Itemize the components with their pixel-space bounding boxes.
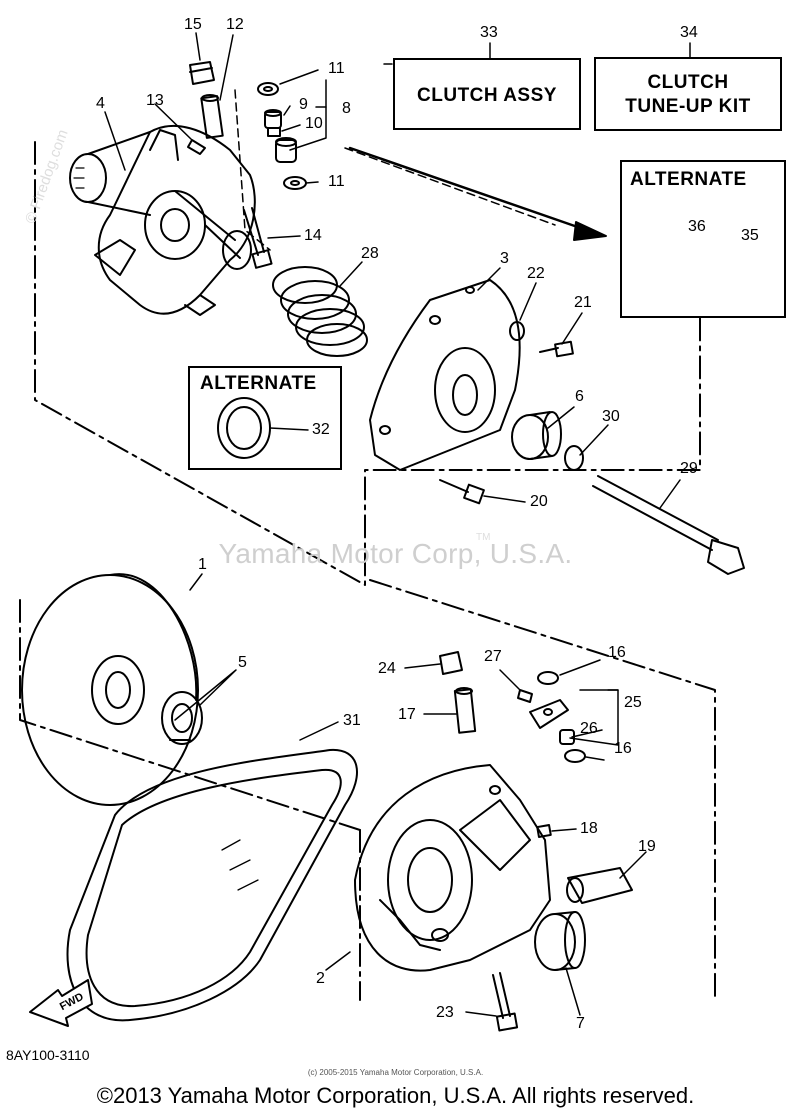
part-15-cap [189, 61, 215, 85]
callout-16-top: 16 [608, 644, 626, 661]
part-19-sleeve [566, 867, 633, 904]
callout-6: 6 [575, 388, 584, 405]
part-10-sleeve [267, 127, 281, 137]
callout-15: 15 [184, 16, 202, 33]
part-28-spring [272, 266, 368, 357]
part-14-bolt [243, 207, 273, 269]
callout-28: 28 [361, 245, 379, 262]
alternate-kit-box: ALTERNATE [620, 160, 786, 318]
callout-23: 23 [436, 1004, 454, 1021]
lower-assembly-outline [19, 599, 361, 831]
part-18-screw [536, 824, 552, 838]
callout-7: 7 [576, 1015, 585, 1032]
tune-up-kit-line2: TUNE-UP KIT [625, 96, 751, 117]
watermark-text: Yamaha Motor Corp, U.S.A. [218, 538, 573, 569]
tune-up-kit-line1: CLUTCH [647, 72, 729, 93]
arrow-head [573, 221, 607, 241]
callout-18: 18 [580, 820, 598, 837]
callout-8: 8 [342, 100, 351, 117]
callout-9: 9 [299, 96, 308, 113]
part-7-bushing [534, 911, 586, 971]
upper-assembly-outline [34, 141, 701, 586]
part-4-primary-sheave [69, 124, 256, 316]
part-9-weight [264, 109, 282, 129]
part-1-movable-sheave [21, 573, 199, 806]
callout-29: 29 [680, 460, 698, 477]
callout-22: 22 [527, 265, 545, 282]
callout-21: 21 [574, 294, 592, 311]
leader-lines-lower [174, 573, 647, 1017]
alternate-ring-box: ALTERNATE [188, 366, 342, 470]
tune-up-kit-box: CLUTCH TUNE-UP KIT [594, 57, 782, 131]
copyright-footer: ©2013 Yamaha Motor Corporation, U.S.A. A… [96, 1083, 695, 1108]
clutch-assy-box: CLUTCH ASSY [393, 58, 581, 130]
part-17-pin [453, 687, 477, 734]
yamaha-watermark: Yamaha Motor Corp, U.S.A. [0, 538, 791, 570]
part-2-secondary-sheave [354, 764, 551, 972]
watermark-trademark: TM [476, 532, 491, 543]
part-16-washer-top [537, 671, 559, 685]
callout-14: 14 [304, 227, 322, 244]
alternate-ring-label: ALTERNATE [200, 373, 317, 394]
diagram-code: 8AY100-3110 [6, 1047, 90, 1063]
part-11-washer-top [257, 82, 279, 96]
callout-10: 10 [305, 115, 323, 132]
callout-3: 3 [500, 250, 509, 267]
part-27-screw [517, 689, 533, 703]
callout-31: 31 [343, 712, 361, 729]
part-20-bolt [439, 479, 485, 505]
callout-16-bottom: 16 [614, 740, 632, 757]
callout-26: 26 [580, 720, 598, 737]
callout-4: 4 [96, 95, 105, 112]
part-25-weight-arm [529, 699, 569, 729]
part-24-cap [439, 651, 463, 675]
callout-11-bottom: 11 [328, 173, 345, 190]
part-22-nut [509, 321, 525, 341]
part-3-cover [369, 279, 521, 471]
part-12-pin [200, 94, 224, 139]
part-23-bolt [492, 972, 519, 1032]
part-29-long-bolt [592, 475, 745, 575]
tune-up-kit-arrow [348, 146, 594, 234]
callout-13: 13 [146, 92, 164, 109]
callout-12: 12 [226, 16, 244, 33]
callout-25: 25 [624, 694, 642, 711]
callout-19: 19 [638, 838, 656, 855]
part-30-ring [564, 445, 584, 471]
part-16-washer-bottom [564, 749, 586, 763]
callout-11-top: 11 [328, 60, 345, 77]
part-13-screw [187, 139, 206, 155]
callout-5: 5 [238, 654, 247, 671]
callout-32: 32 [312, 421, 330, 438]
callout-36: 36 [688, 218, 706, 235]
part-21-bolt [539, 340, 574, 358]
callout-27: 27 [484, 648, 502, 665]
part-6-bushing [511, 411, 562, 460]
part-8-roller [275, 137, 297, 163]
part-31-belt [66, 748, 358, 1022]
callout-2: 2 [316, 970, 325, 987]
part-5-bushing [161, 691, 203, 745]
callout-33: 33 [480, 24, 498, 41]
callout-20: 20 [530, 493, 548, 510]
callout-24: 24 [378, 660, 396, 677]
alternate-kit-label: ALTERNATE [630, 169, 747, 190]
part-11-washer-bottom [283, 176, 307, 190]
callout-17: 17 [398, 706, 416, 723]
callout-35: 35 [741, 227, 759, 244]
clutch-assy-label: CLUTCH ASSY [417, 85, 557, 106]
small-copyright: (c) 2005-2015 Yamaha Motor Corporation, … [307, 1068, 484, 1077]
callout-34: 34 [680, 24, 698, 41]
callout-1: 1 [198, 556, 207, 573]
fwd-arrow-icon [29, 979, 93, 1027]
callout-30: 30 [602, 408, 620, 425]
